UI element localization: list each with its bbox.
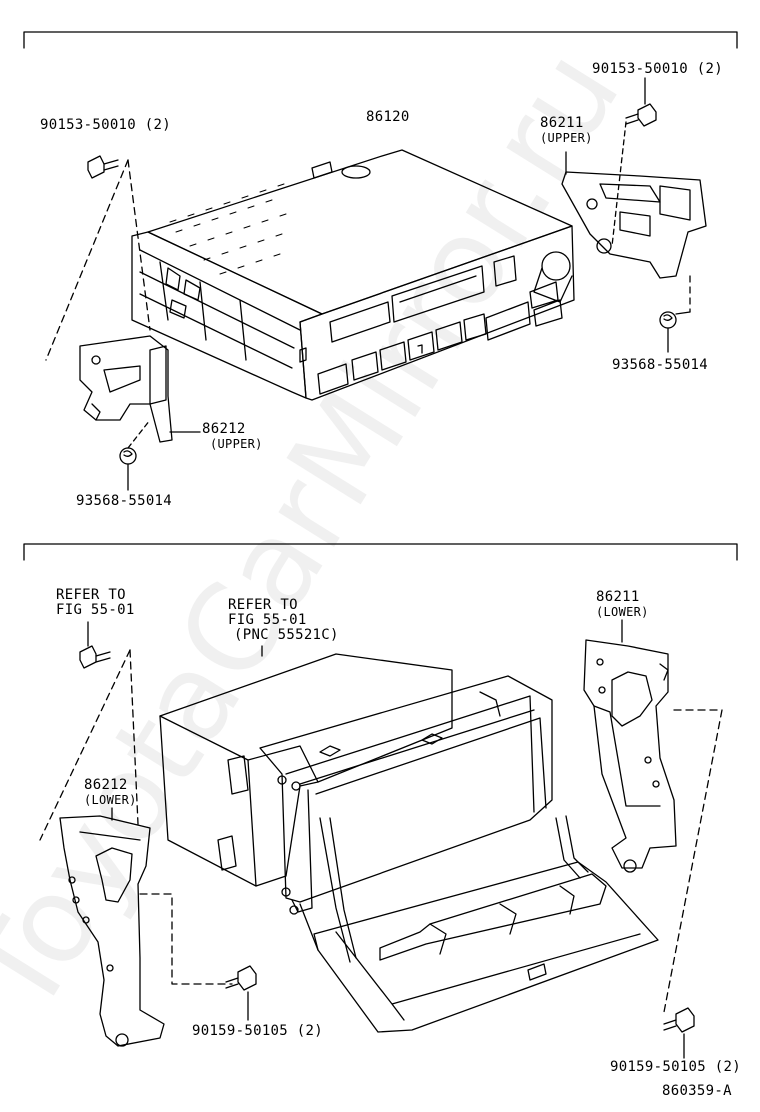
leader-bracket-86211-lower-to-screw [664, 710, 722, 1012]
label-refer-center: REFER TO FIG 55-01 (PNC 55521C) [228, 598, 339, 643]
label-nut-right: 93568-55014 [612, 358, 708, 373]
figure-number: 860359-A [662, 1083, 732, 1099]
bolt-90153-left-upper [88, 156, 118, 178]
label-bracket-86212-upper: 86212 (UPPER) [196, 422, 263, 452]
label-bracket-86212-lower: 86212 (LOWER) [84, 778, 137, 808]
bracket-86211-lower [584, 640, 676, 872]
label-radio-86120: 86120 [366, 110, 410, 125]
part-number: 86212 [202, 421, 246, 437]
refer-line-1: REFER TO [228, 597, 298, 613]
part-number: 90153-50010 [40, 117, 137, 133]
label-bracket-86211-lower: 86211 (LOWER) [596, 590, 649, 620]
label-nut-left: 93568-55014 [76, 494, 172, 509]
refer-line-2: FIG 55-01 [228, 612, 307, 628]
label-screw-right: 90159-50105 (2) [610, 1060, 741, 1075]
leader-bolt-left-to-bracket [46, 160, 128, 360]
bolt-90153-right-upper [626, 104, 656, 126]
refer-line-3: (PNC 55521C) [234, 627, 339, 643]
quantity: (2) [144, 117, 171, 133]
part-number: 90159-50105 [192, 1023, 289, 1039]
leader-bolt-refer-left-to-bracket [40, 650, 130, 840]
label-refer-left: REFER TO FIG 55-01 [56, 588, 135, 618]
label-bolt-right-upper: 90153-50010 (2) [592, 62, 723, 77]
bolt-refer-left [80, 646, 110, 668]
part-number: 90159-50105 [610, 1059, 707, 1075]
part-number: 93568-55014 [76, 493, 173, 509]
lower-section-frame [24, 544, 737, 560]
leader-bracket-86212-lower-to-screw [140, 894, 232, 984]
part-note: (LOWER) [596, 605, 649, 619]
label-bracket-86211-upper: 86211 (UPPER) [540, 116, 593, 146]
label-screw-left: 90159-50105 (2) [192, 1024, 323, 1039]
nut-93568-left [120, 448, 136, 464]
part-number: 90153-50010 [592, 61, 689, 77]
label-bolt-left-upper: 90153-50010 (2) [40, 118, 171, 133]
part-note: (UPPER) [540, 131, 593, 145]
pocket-box [160, 654, 658, 1032]
refer-line-2: FIG 55-01 [56, 602, 135, 618]
part-number: 86211 [596, 589, 640, 605]
refer-line-1: REFER TO [56, 587, 126, 603]
bracket-86211-upper [562, 172, 706, 278]
bracket-86212-upper [80, 336, 172, 442]
part-number: 86212 [84, 777, 128, 793]
nut-93568-right [660, 312, 676, 328]
figure-id: 860359-A [662, 1084, 732, 1099]
radio-unit-86120 [132, 150, 574, 400]
part-number: 93568-55014 [612, 357, 709, 373]
part-note: (UPPER) [210, 437, 263, 451]
quantity: (2) [714, 1059, 741, 1075]
screw-90159-left [226, 966, 256, 990]
part-number: 86120 [366, 109, 410, 125]
quantity: (2) [696, 61, 723, 77]
quantity: (2) [296, 1023, 323, 1039]
bracket-86212-lower [60, 816, 164, 1046]
part-number: 86211 [540, 115, 584, 131]
screw-90159-right [664, 1008, 694, 1032]
part-note: (LOWER) [84, 793, 137, 807]
upper-section-frame [24, 32, 737, 48]
leader-bolt-left-to-bracket-2 [128, 160, 150, 330]
